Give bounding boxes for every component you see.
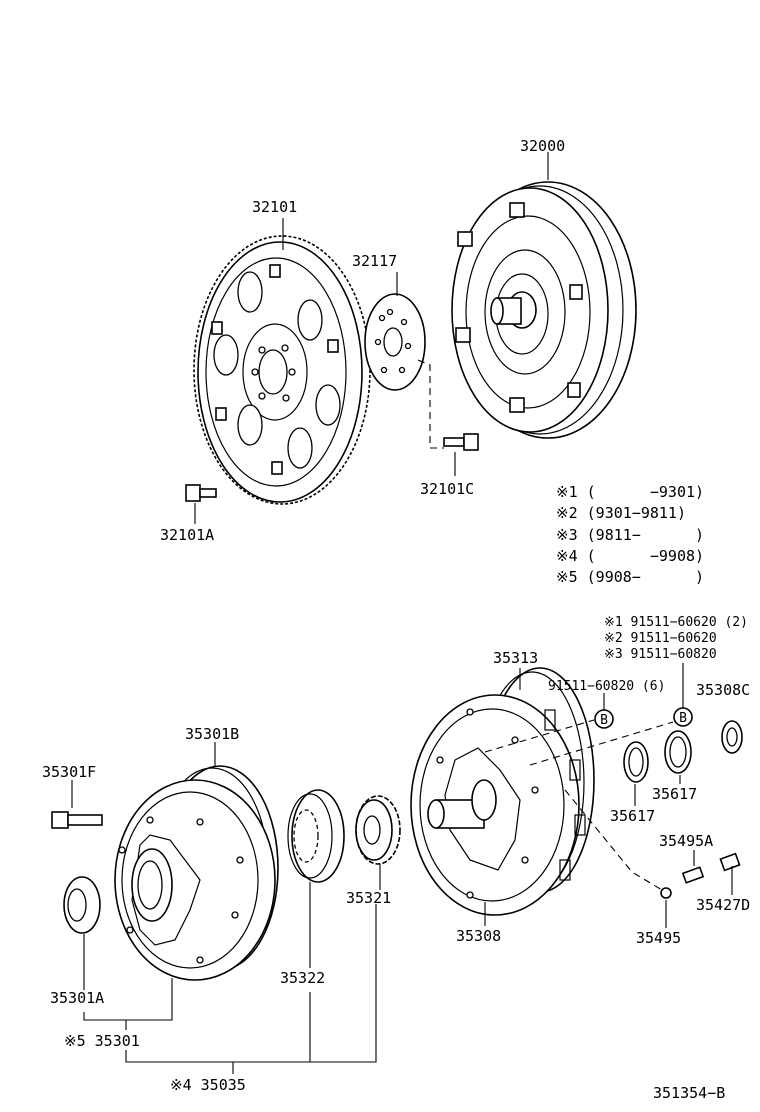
stator-shaft[interactable] (410, 667, 595, 916)
bolt-variant-notes: ※1 91511−60620 (2) ※2 91511−60620 ※3 915… (604, 615, 748, 662)
bolt-32101c[interactable] (443, 433, 479, 451)
spring-35495a[interactable] (681, 866, 705, 884)
label-91511-60820-6[interactable]: 91511−60820 (6) (548, 679, 665, 694)
bolt-note-3: ※3 91511−60820 (604, 647, 717, 662)
oil-pump-body[interactable] (114, 765, 279, 981)
part-labels: 32000 32101 32117 32101C 32101A 35313 91… (42, 137, 750, 1094)
production-date-notes: ※1 ( −9301) ※2 (9301−9811) ※3 (9811− ) ※… (556, 483, 704, 586)
note-5: ※5 (9908− ) (556, 568, 704, 586)
label-35313[interactable]: 35313 (493, 649, 538, 667)
marker-b2-label: B (679, 711, 687, 726)
note-1: ※1 ( −9301) (556, 483, 704, 501)
label-35617-a[interactable]: 35617 (610, 807, 655, 825)
seal-ring-35617-a[interactable] (623, 741, 649, 783)
label-35308c[interactable]: 35308C (696, 681, 750, 699)
oil-seal-35301a[interactable] (63, 876, 101, 934)
ball-35495[interactable] (660, 887, 672, 899)
reference-marker-b1: B (594, 709, 614, 729)
bolt-note-2: ※2 91511−60620 (604, 631, 717, 646)
note-4: ※4 ( −9908) (556, 547, 704, 565)
label-35427d[interactable]: 35427D (696, 896, 750, 914)
label-35308[interactable]: 35308 (456, 927, 501, 945)
bolt-note-1: ※1 91511−60620 (2) (604, 615, 748, 630)
ring-35308c[interactable] (721, 720, 743, 754)
label-32101[interactable]: 32101 (252, 198, 297, 216)
label-35035[interactable]: ※4 35035 (170, 1076, 246, 1094)
plug-35427d[interactable] (719, 852, 741, 872)
label-35495[interactable]: 35495 (636, 929, 681, 947)
bolt-35301f[interactable] (51, 811, 103, 829)
drive-plate-spacer[interactable] (364, 293, 426, 391)
label-35301b[interactable]: 35301B (185, 725, 239, 743)
label-32000[interactable]: 32000 (520, 137, 565, 155)
seal-ring-35617-b[interactable] (664, 730, 692, 774)
label-35495a[interactable]: 35495A (659, 832, 713, 850)
torque-converter[interactable] (451, 181, 637, 439)
note-2: ※2 (9301−9811) (556, 504, 686, 522)
marker-b1-label: B (600, 713, 608, 728)
label-35617-b[interactable]: 35617 (652, 785, 697, 803)
reference-marker-b2: B (673, 707, 693, 727)
drive-gear[interactable] (355, 795, 401, 865)
label-32101c[interactable]: 32101C (420, 480, 474, 498)
note-3: ※3 (9811− ) (556, 526, 704, 544)
label-35301a[interactable]: 35301A (50, 989, 104, 1007)
drive-plate[interactable] (193, 235, 371, 505)
label-32101a[interactable]: 32101A (160, 526, 214, 544)
label-35321[interactable]: 35321 (346, 889, 391, 907)
label-35301[interactable]: ※5 35301 (64, 1032, 140, 1050)
leader-lines (71, 152, 733, 1074)
driven-gear[interactable] (287, 789, 345, 883)
figure-id: 351354−B (653, 1084, 725, 1102)
bolt-32101a[interactable] (185, 484, 217, 502)
label-35322[interactable]: 35322 (280, 969, 325, 987)
label-35301f[interactable]: 35301F (42, 763, 96, 781)
label-32117[interactable]: 32117 (352, 252, 397, 270)
